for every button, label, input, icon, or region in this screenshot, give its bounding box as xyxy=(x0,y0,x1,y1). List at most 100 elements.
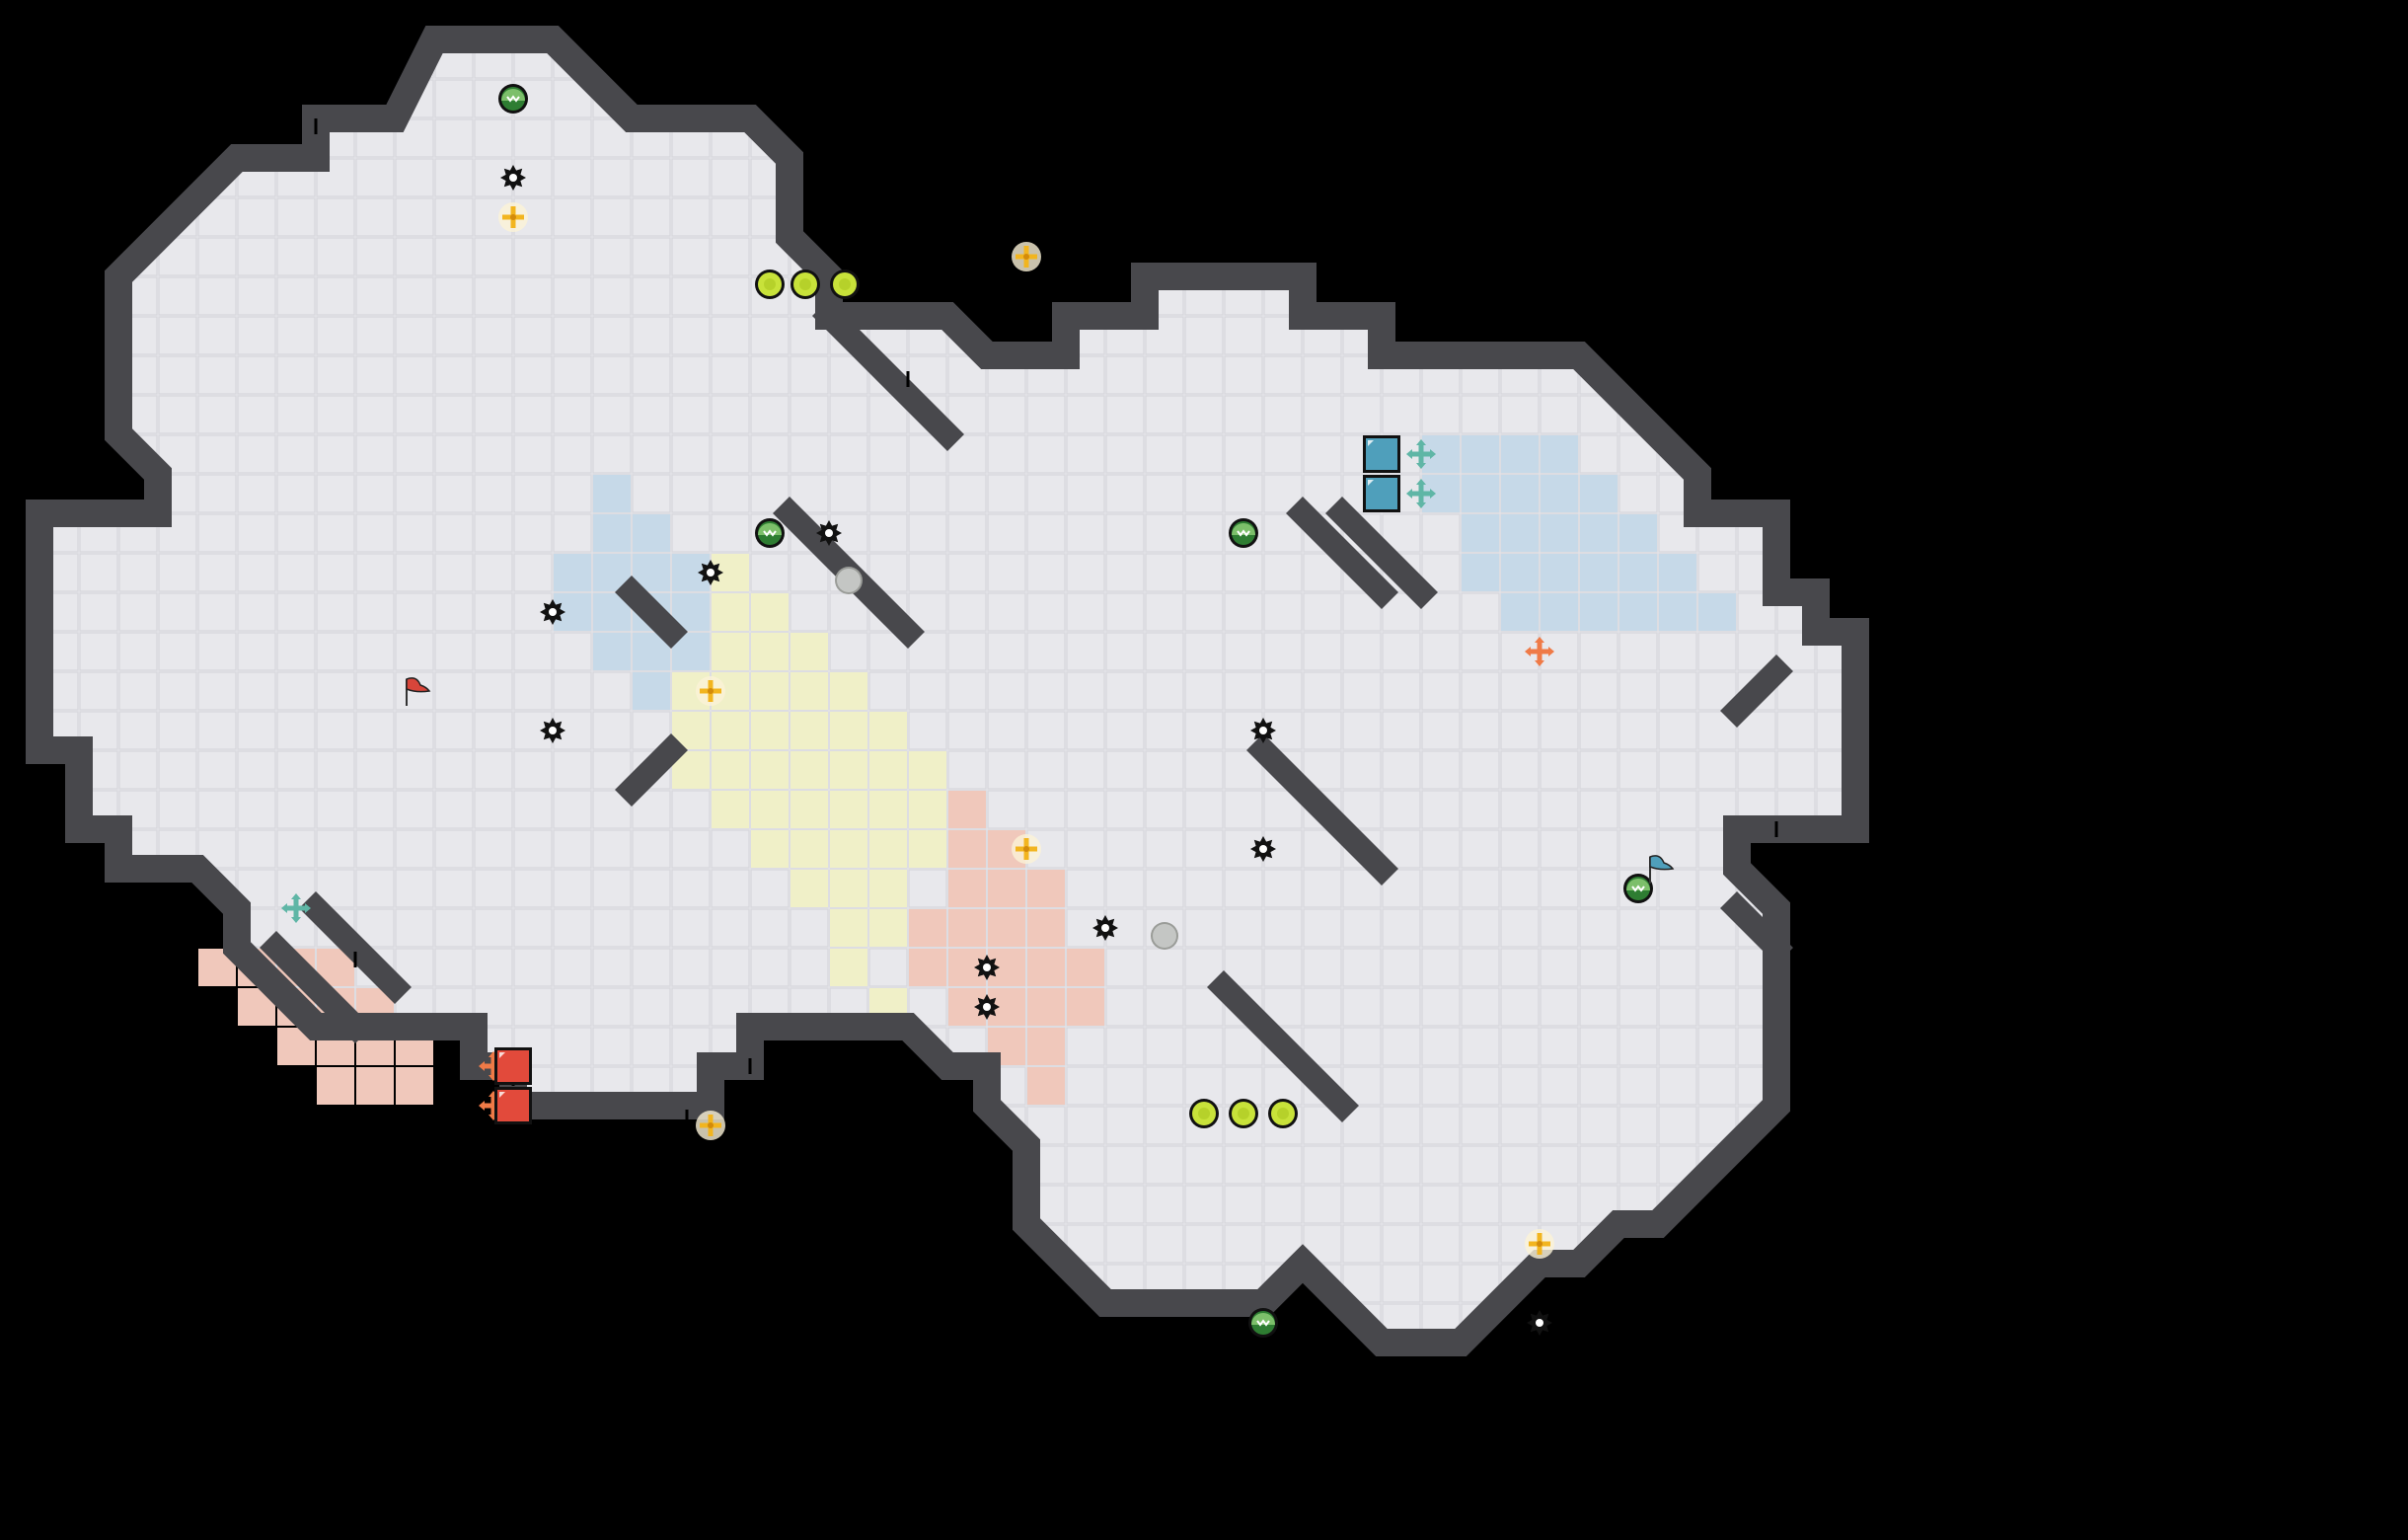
floor-tile xyxy=(1066,1027,1105,1066)
map-items xyxy=(281,84,1675,1338)
powerup-icon xyxy=(696,676,725,706)
floor-tile xyxy=(197,790,237,829)
floor-tile xyxy=(395,395,434,434)
floor-tile xyxy=(1145,434,1184,474)
floor-tile xyxy=(1697,632,1737,671)
floor-tile xyxy=(1224,1066,1263,1106)
gate-icon xyxy=(1151,922,1178,950)
floor-tile xyxy=(1105,987,1145,1027)
yellow-zone-tile xyxy=(751,751,789,789)
spike-icon xyxy=(974,994,1000,1020)
floor-tile xyxy=(1184,553,1224,592)
floor-tile xyxy=(276,316,316,355)
floor-tile xyxy=(237,711,276,750)
floor-tile xyxy=(790,948,829,987)
floor-tile xyxy=(632,276,671,316)
blue-zone-right-tile xyxy=(1619,554,1657,591)
floor-tile xyxy=(1145,513,1184,553)
floor-tile xyxy=(1224,790,1263,829)
floor-tile xyxy=(1421,987,1461,1027)
powerup-icon xyxy=(1012,242,1041,271)
floor-tile xyxy=(1066,395,1105,434)
floor-tile xyxy=(434,829,474,869)
floor-tile xyxy=(1500,829,1540,869)
floor-tile xyxy=(276,553,316,592)
floor-tile xyxy=(671,434,711,474)
floor-tile xyxy=(316,276,355,316)
floor-tile xyxy=(553,987,592,1027)
floor-tile xyxy=(711,355,750,395)
floor-tile xyxy=(1618,711,1658,750)
floor-tile xyxy=(355,553,395,592)
floor-tile xyxy=(1500,790,1540,829)
red-zone-center-tile xyxy=(1027,988,1065,1026)
floor-tile xyxy=(632,474,671,513)
red-zone-center-tile xyxy=(1067,949,1104,986)
floor-tile xyxy=(671,276,711,316)
floor-tile xyxy=(553,829,592,869)
red-zone-center-tile xyxy=(1067,988,1104,1026)
floor-tile xyxy=(434,118,474,158)
spike-icon xyxy=(816,520,842,546)
floor-tile xyxy=(1421,1185,1461,1224)
floor-tile xyxy=(276,197,316,237)
floor-tile xyxy=(790,908,829,948)
floor-tile xyxy=(750,316,790,355)
floor-tile xyxy=(355,632,395,671)
floor-tile xyxy=(1184,395,1224,434)
floor-tile xyxy=(197,434,237,474)
floor-tile xyxy=(632,197,671,237)
floor-tile xyxy=(592,908,632,948)
floor-tile xyxy=(355,711,395,750)
floor-tile xyxy=(553,474,592,513)
floor-tile xyxy=(513,829,553,869)
floor-tile xyxy=(316,671,355,711)
floor-tile xyxy=(1776,750,1816,790)
floor-tile xyxy=(1303,632,1342,671)
powerup-icon xyxy=(1012,834,1041,864)
floor-tile xyxy=(158,395,197,434)
floor-tile xyxy=(237,632,276,671)
floor-tile xyxy=(1697,1027,1737,1066)
floor-tile xyxy=(1026,474,1066,513)
floor-tile xyxy=(513,474,553,513)
floor-tile xyxy=(474,434,513,474)
floor-tile xyxy=(276,395,316,434)
floor-tile xyxy=(1540,1145,1579,1185)
floor-tile xyxy=(395,790,434,829)
floor-tile xyxy=(1105,553,1145,592)
floor-tile xyxy=(632,395,671,434)
floor-tile xyxy=(197,474,237,513)
yellow-zone-tile xyxy=(830,830,867,868)
floor-tile xyxy=(592,197,632,237)
floor-tile xyxy=(118,553,158,592)
floor-tile xyxy=(1421,1224,1461,1264)
floor-tile xyxy=(1184,434,1224,474)
floor-tile xyxy=(513,632,553,671)
floor-tile xyxy=(1697,1066,1737,1106)
red-zone-center-tile xyxy=(948,870,986,907)
yellow-zone-tile xyxy=(830,870,867,907)
floor-tile xyxy=(1618,632,1658,671)
floor-tile xyxy=(1382,1224,1421,1264)
yellow-zone-tile xyxy=(830,909,867,947)
floor-tile xyxy=(79,592,118,632)
floor-tile xyxy=(1105,434,1145,474)
floor-tile xyxy=(632,829,671,869)
floor-tile xyxy=(118,592,158,632)
floor-tile xyxy=(434,948,474,987)
floor-tile xyxy=(1342,632,1382,671)
floor-tile xyxy=(434,79,474,118)
floor-tile xyxy=(1382,790,1421,829)
floor-tile xyxy=(513,395,553,434)
floor-tile xyxy=(1184,474,1224,513)
floor-tile xyxy=(1382,1145,1421,1185)
floor-tile xyxy=(1618,790,1658,829)
floor-tile xyxy=(790,395,829,434)
floor-tile xyxy=(1105,474,1145,513)
floor-tile xyxy=(1263,671,1303,711)
floor-tile xyxy=(592,790,632,829)
floor-tile xyxy=(1421,829,1461,869)
blue-zone-right-tile xyxy=(1619,514,1657,552)
red-spawn-icon xyxy=(1525,637,1554,666)
